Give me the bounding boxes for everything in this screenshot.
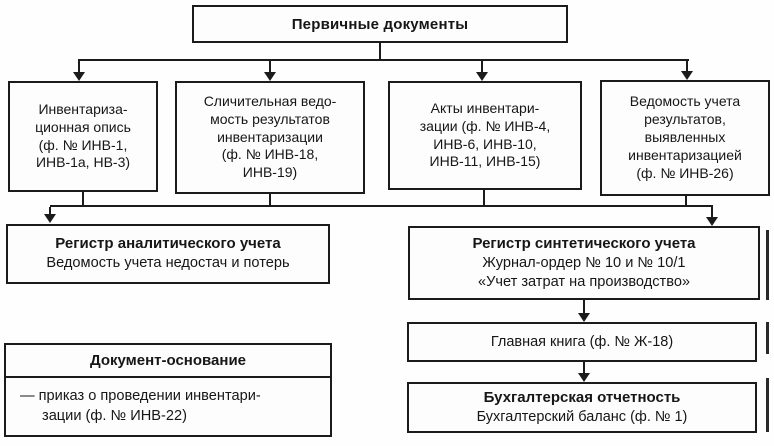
document-basis-body: — приказ о проведении инвентари- зации (… xyxy=(20,387,261,424)
connector-stub-d xyxy=(685,196,687,206)
synthetic-register-box: Регистр синтетического учета Журнал-орде… xyxy=(408,226,760,300)
synthetic-register-title: Регистр синтетического учета xyxy=(472,234,696,252)
financial-statements-box: Бухгалтерская отчетность Бухгалтерский б… xyxy=(407,382,757,433)
financial-statements-body: Бухгалтерский баланс (ф. № 1) xyxy=(476,408,688,425)
connector-drop-1 xyxy=(78,59,80,73)
connector-drop-3 xyxy=(481,59,483,73)
connector-drop-4 xyxy=(686,59,688,73)
inventory-acts-text: Акты инвентари- зации (ф. № ИНВ-4, ИНВ-6… xyxy=(419,99,551,170)
document-basis-box: Документ-основание — приказ о проведении… xyxy=(4,343,332,437)
comparison-sheet-box: Сличительная ведо- мость результатов инв… xyxy=(175,81,365,194)
connector-to-reporting xyxy=(583,362,585,374)
connector-stub-c xyxy=(483,190,485,206)
connector-root-stub xyxy=(379,43,381,60)
primary-documents-box: Первичные документы xyxy=(192,5,568,43)
document-basis-title: Документ-основание xyxy=(6,345,330,378)
scan-artifact-3 xyxy=(766,378,769,432)
financial-statements-title: Бухгалтерская отчетность xyxy=(483,389,681,407)
scan-artifact-2 xyxy=(766,322,769,354)
connector-drop-analytic xyxy=(49,207,51,215)
inventory-list-box: Инвентариза- ционная опись (ф. № ИНВ-1, … xyxy=(8,81,158,192)
arrowhead-source-4 xyxy=(681,71,693,80)
synthetic-register-body: Журнал-ордер № 10 и № 10/1 «Учет затрат … xyxy=(477,254,691,290)
arrowhead-source-2 xyxy=(264,72,276,81)
analytic-register-box: Регистр аналитического учета Ведомость у… xyxy=(6,224,330,284)
comparison-sheet-text: Сличительная ведо- мость результатов инв… xyxy=(203,92,337,181)
results-record-sheet-box: Ведомость учета результатов, выявленных … xyxy=(600,80,770,196)
analytic-register-title: Регистр аналитического учета xyxy=(55,235,281,253)
connector-drop-2 xyxy=(269,59,271,73)
scan-artifact-1 xyxy=(766,230,769,300)
general-ledger-box: Главная книга (ф. № Ж-18) xyxy=(407,322,757,362)
primary-documents-label: Первичные документы xyxy=(291,15,469,33)
general-ledger-text: Главная книга (ф. № Ж-18) xyxy=(490,334,674,350)
arrowhead-synthetic-register xyxy=(706,217,718,226)
connector-top-rail xyxy=(79,59,689,61)
inventory-acts-box: Акты инвентари- зации (ф. № ИНВ-4, ИНВ-6… xyxy=(388,81,582,190)
arrowhead-analytic-register xyxy=(44,214,56,223)
connector-to-ledger xyxy=(583,300,585,314)
results-record-sheet-text: Ведомость учета результатов, выявленных … xyxy=(628,93,742,181)
connector-drop-synthetic xyxy=(711,207,713,218)
arrowhead-source-3 xyxy=(476,72,488,81)
analytic-register-body: Ведомость учета недостач и потерь xyxy=(46,255,290,272)
connector-stub-a xyxy=(82,192,84,206)
arrowhead-reporting xyxy=(578,373,590,382)
inventory-list-text: Инвентариза- ционная опись (ф. № ИНВ-1, … xyxy=(35,100,131,171)
arrowhead-general-ledger xyxy=(578,313,590,322)
connector-bottom-rail xyxy=(50,205,713,207)
arrowhead-source-1 xyxy=(73,72,85,81)
connector-stub-b xyxy=(269,194,271,206)
